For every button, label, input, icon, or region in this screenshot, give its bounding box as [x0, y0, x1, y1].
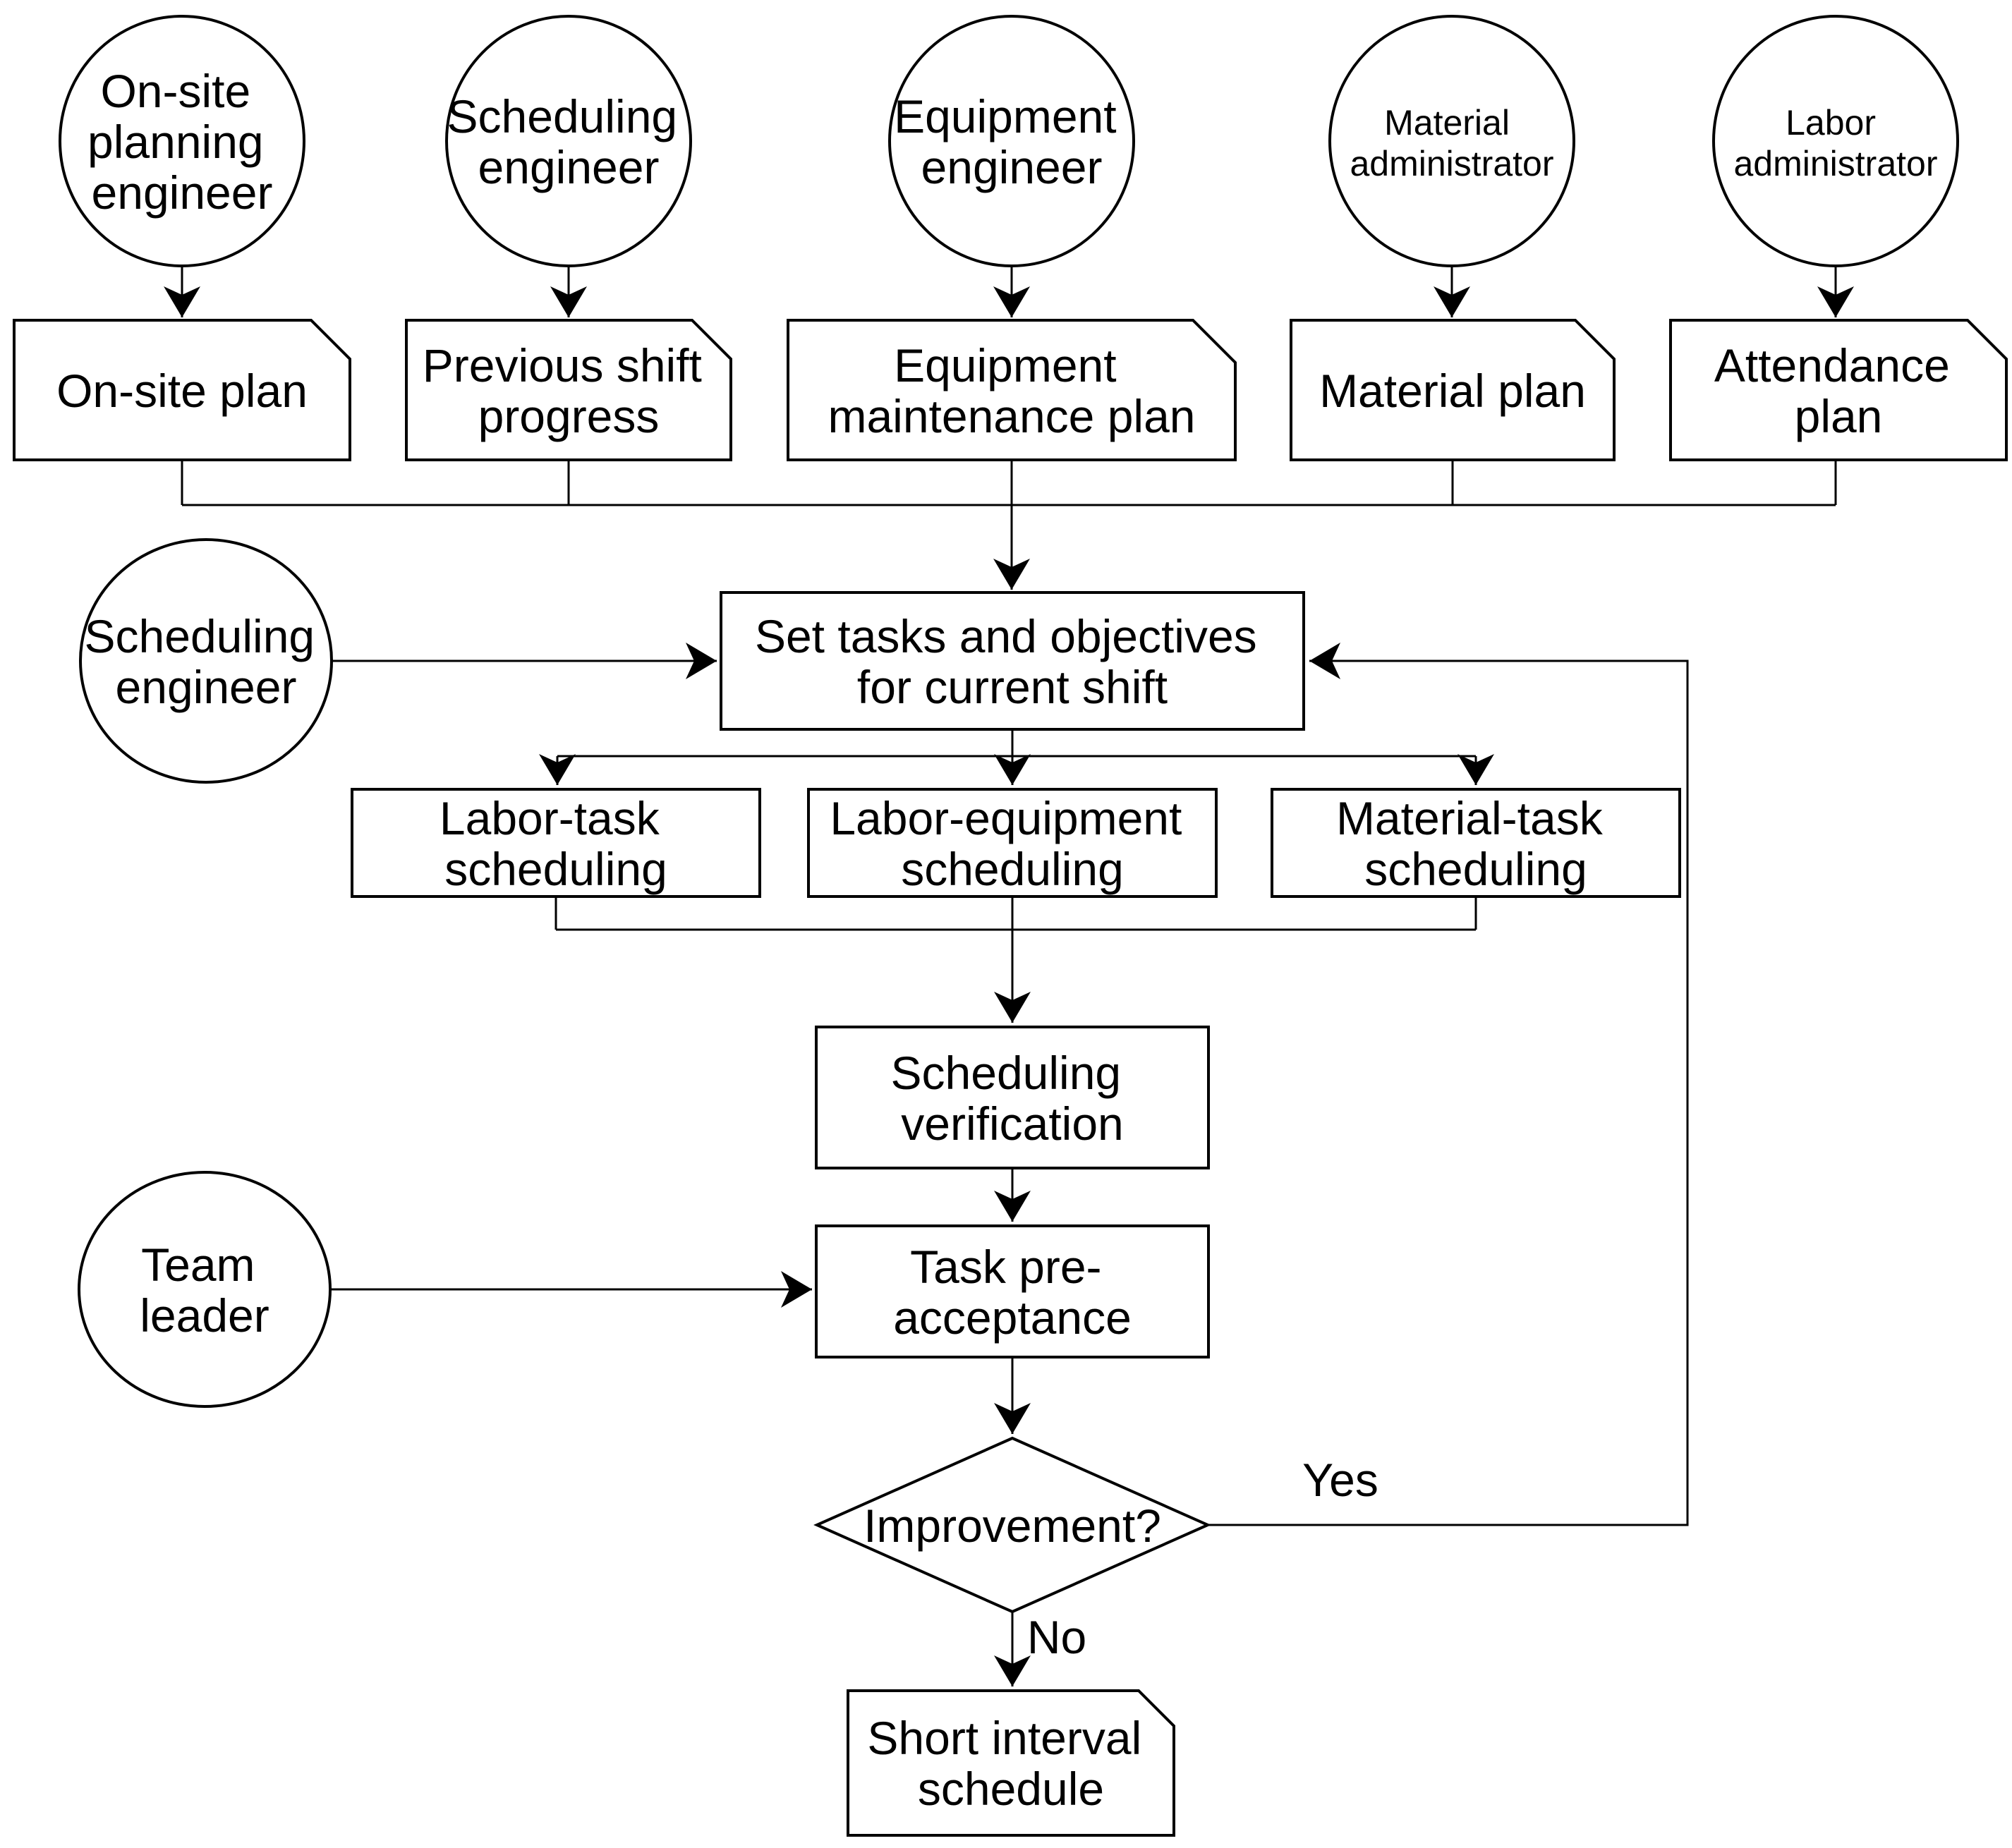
card-shape	[405, 319, 732, 461]
actor-onsite-planning-engineer: On-site planning engineer	[59, 15, 305, 267]
actor-label: Scheduling engineer	[85, 610, 328, 713]
card-label: Attendance plan	[1714, 339, 1963, 442]
process-label: Material-task scheduling	[1336, 792, 1616, 895]
process-label: Labor-equipment scheduling	[830, 792, 1194, 895]
process-labor-equipment-scheduling: Labor-equipment scheduling	[807, 788, 1218, 898]
process-set-tasks: Set tasks and objectives for current shi…	[720, 591, 1305, 731]
card-onsite-plan: On-site plan	[13, 319, 351, 461]
process-label: Task pre- acceptance	[893, 1241, 1132, 1344]
card-material-plan: Material plan	[1290, 319, 1616, 461]
decision-improvement: Improvement?	[813, 1436, 1211, 1614]
card-shape	[787, 319, 1237, 461]
connector-merge-bus	[554, 896, 1477, 931]
actor-equipment-engineer: Equipment engineer	[888, 15, 1135, 267]
connector-yes-feedback-loop	[1208, 643, 1689, 1526]
connector-plans-merge-bus	[181, 460, 1837, 506]
process-material-task-scheduling: Material-task scheduling	[1271, 788, 1681, 898]
actor-team-leader: Team leader	[78, 1171, 332, 1408]
connectors	[164, 266, 1854, 1686]
card-equipment-maintenance-plan: Equipment maintenance plan	[787, 319, 1237, 461]
process-shape	[351, 788, 761, 898]
actor-ellipse	[888, 15, 1135, 267]
actor-ellipse	[78, 1171, 332, 1408]
process-task-pre-acceptance: Task pre- acceptance	[815, 1224, 1210, 1358]
actor-label: Material administrator	[1350, 103, 1554, 183]
process-shape	[815, 1026, 1210, 1169]
process-shape	[807, 788, 1218, 898]
card-attendance-plan: Attendance plan	[1669, 319, 2008, 461]
actor-ellipse	[1712, 15, 1959, 267]
decision-label: Improvement?	[863, 1500, 1161, 1552]
actor-ellipse	[79, 538, 333, 784]
actor-label: Equipment engineer	[894, 90, 1129, 193]
actor-label: Scheduling engineer	[447, 90, 691, 193]
process-shape	[1271, 788, 1681, 898]
actor-labor-administrator: Labor administrator	[1712, 15, 1959, 267]
actor-ellipse	[445, 15, 692, 267]
process-labor-task-scheduling: Labor-task scheduling	[351, 788, 761, 898]
actor-label: On-site planning engineer	[87, 65, 277, 219]
actor-label: Labor administrator	[1734, 103, 1938, 183]
card-previous-shift-progress: Previous shift progress	[405, 319, 732, 461]
card-label: Material plan	[1319, 365, 1586, 417]
card-shape	[13, 319, 351, 461]
actor-scheduling-engineer-top: Scheduling engineer	[445, 15, 692, 267]
card-shape	[847, 1689, 1175, 1837]
card-label: Short interval schedule	[867, 1712, 1154, 1815]
card-label: Equipment maintenance plan	[828, 339, 1195, 442]
actor-label: Team leader	[140, 1239, 269, 1342]
process-label: Set tasks and objectives for current shi…	[755, 610, 1270, 713]
card-label: On-site plan	[56, 365, 308, 417]
process-shape	[720, 591, 1305, 731]
process-scheduling-verification: Scheduling verification	[815, 1026, 1210, 1169]
card-shape	[1669, 319, 2008, 461]
actor-ellipse	[59, 15, 305, 267]
actor-ellipse	[1328, 15, 1575, 267]
card-short-interval-schedule: Short interval schedule	[847, 1689, 1175, 1837]
actor-material-administrator: Material administrator	[1328, 15, 1575, 267]
process-label: Labor-task scheduling	[440, 792, 672, 895]
process-label: Scheduling verification	[891, 1047, 1134, 1150]
actor-scheduling-engineer-mid: Scheduling engineer	[79, 538, 333, 784]
card-label: Previous shift progress	[423, 339, 715, 442]
card-shape	[1290, 319, 1616, 461]
no-label: No	[1027, 1611, 1086, 1663]
process-shape	[815, 1224, 1210, 1358]
yes-label: Yes	[1302, 1454, 1378, 1506]
decision-shape	[813, 1436, 1211, 1614]
